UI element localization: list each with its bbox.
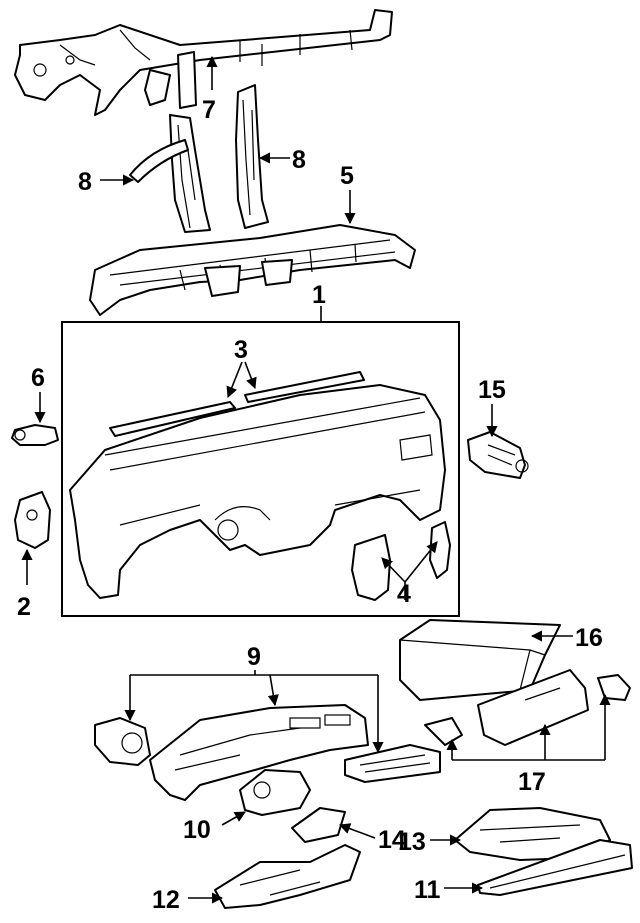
part-lower-panel[interactable] — [214, 844, 361, 909]
callout-15: 15 — [478, 376, 506, 404]
callout-13: 13 — [398, 828, 426, 856]
callout-16: 16 — [575, 624, 603, 652]
part-defroster-nozzles[interactable] — [109, 371, 365, 437]
part-trim-bezel[interactable] — [239, 769, 311, 816]
callout-17: 17 — [518, 768, 546, 796]
part-glove-box-stopper[interactable] — [597, 674, 631, 701]
part-duct-right[interactable] — [235, 84, 269, 229]
callout-10: 10 — [183, 816, 211, 844]
part-center-vent-right[interactable] — [344, 744, 441, 783]
part-side-vent[interactable] — [467, 431, 529, 479]
part-glove-box-door[interactable] — [477, 669, 589, 746]
callout-5: 5 — [340, 162, 354, 190]
part-reinforcement-bar[interactable] — [14, 9, 393, 116]
callout-3: 3 — [234, 336, 248, 364]
part-hinge-bracket[interactable] — [14, 491, 51, 549]
callout-7: 7 — [202, 96, 216, 124]
callout-14: 14 — [378, 826, 406, 854]
callout-8-right: 8 — [292, 146, 306, 174]
part-switch-panel[interactable] — [291, 807, 346, 843]
part-clip[interactable] — [11, 424, 59, 446]
callout-2: 2 — [17, 593, 31, 621]
callout-1: 1 — [312, 281, 326, 309]
part-cluster-bezel[interactable] — [149, 704, 369, 801]
part-glove-box[interactable] — [399, 619, 561, 701]
part-center-vent-left[interactable] — [94, 717, 151, 766]
instrument-panel-group-frame — [61, 321, 460, 617]
leader-lines — [21, 55, 611, 904]
part-duct-left[interactable] — [129, 114, 211, 233]
part-glove-box-latch[interactable] — [424, 717, 463, 746]
callout-8-left: 8 — [78, 168, 92, 196]
callout-12: 12 — [152, 886, 180, 914]
part-lower-cover[interactable] — [454, 807, 611, 861]
callout-11: 11 — [414, 876, 441, 904]
part-instrument-panel[interactable] — [69, 384, 446, 599]
callout-4: 4 — [397, 580, 411, 608]
part-brackets[interactable] — [351, 521, 451, 601]
callout-9: 9 — [247, 643, 261, 671]
callout-6: 6 — [31, 364, 45, 392]
part-panel-support[interactable] — [89, 224, 416, 316]
